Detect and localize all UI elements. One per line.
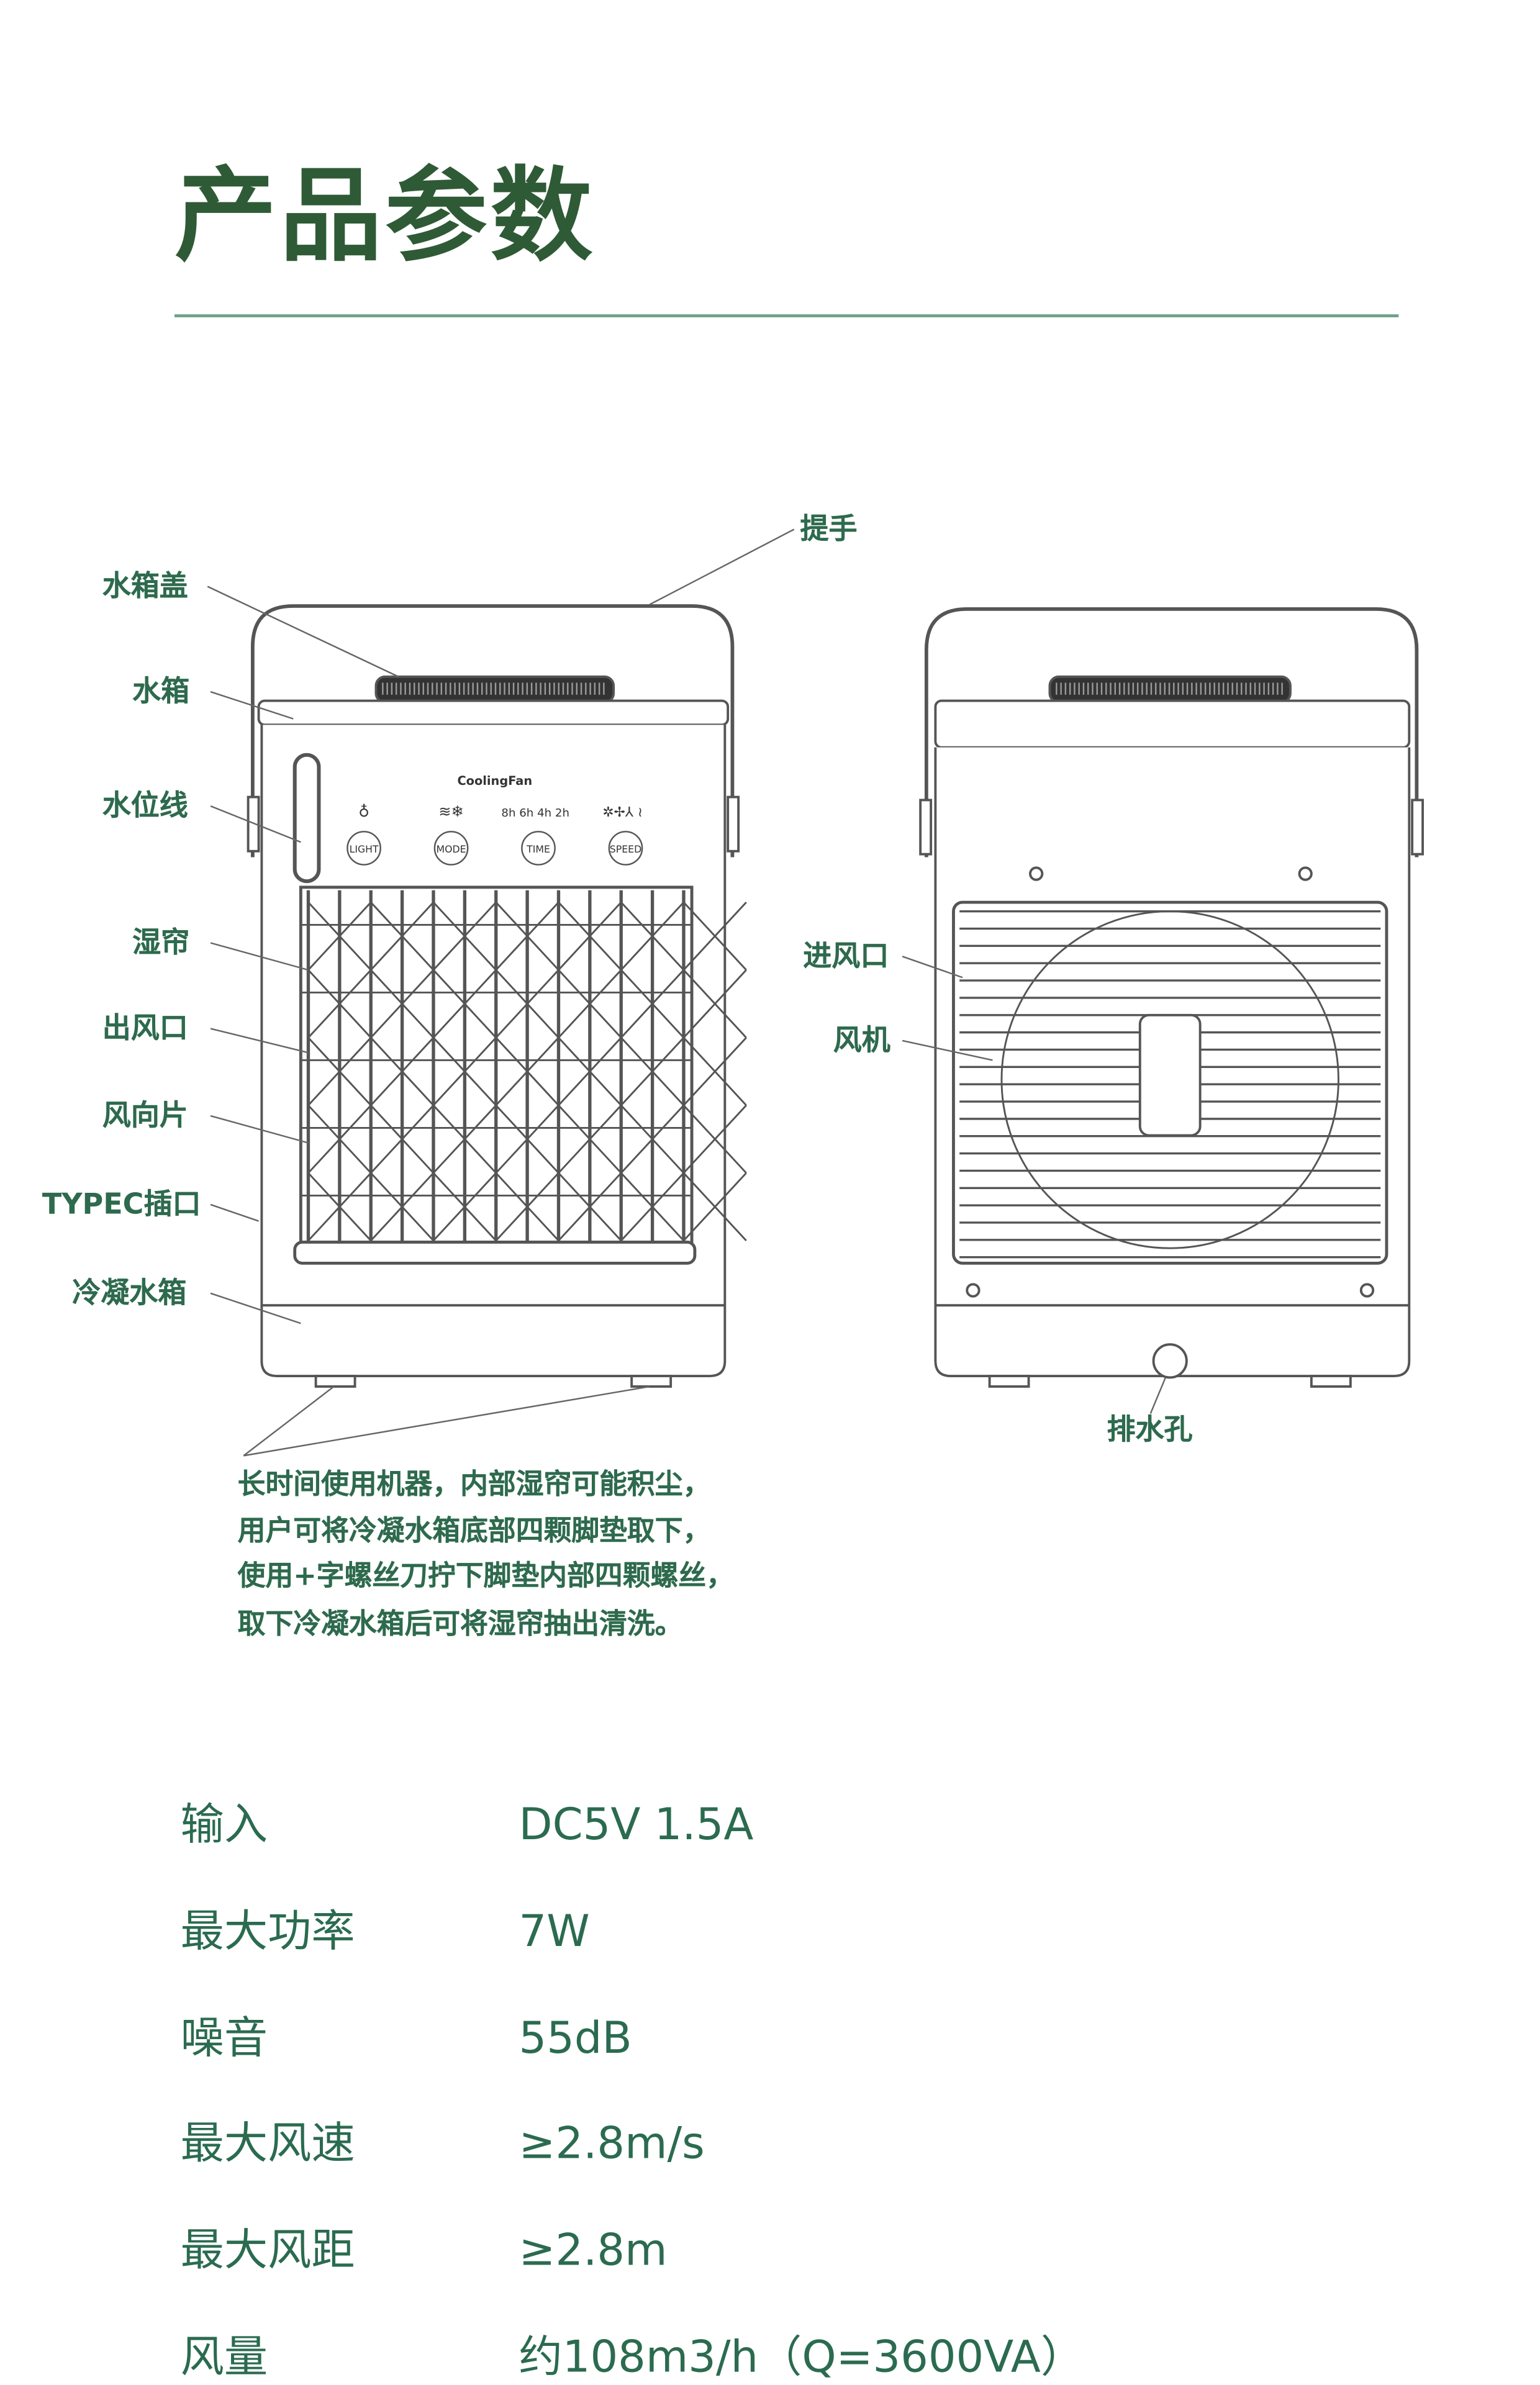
label-water-level: 水位线 xyxy=(102,789,188,823)
grille-cross xyxy=(495,1105,559,1174)
spec-key: 最大功率 xyxy=(180,1905,355,1957)
light-bulb-icon: ♁ xyxy=(358,803,369,820)
grille-cross xyxy=(370,969,435,1039)
title-divider xyxy=(174,314,1399,318)
panel-brand: CoolingFan xyxy=(457,774,532,788)
grille-cross xyxy=(432,1037,497,1107)
spec-key: 最大风距 xyxy=(180,2224,355,2276)
note-line: 用户可将冷凝水箱底部四颗脚垫取下， xyxy=(237,1516,711,1548)
label-air-outlet: 出风口 xyxy=(102,1011,188,1046)
spec-key: 输入 xyxy=(180,1798,268,1850)
grille-cross xyxy=(495,1037,559,1107)
grille-cross xyxy=(558,1105,622,1174)
front-view-device xyxy=(247,604,747,1388)
light-button: LIGHT xyxy=(350,843,379,855)
grille-cross xyxy=(307,902,372,971)
grille-cross xyxy=(682,902,747,971)
grille-cross xyxy=(620,1105,685,1174)
grille-cross xyxy=(495,969,559,1039)
grille-cross xyxy=(307,1105,372,1174)
spec-value: 55dB xyxy=(519,2012,632,2063)
label-handle: 提手 xyxy=(800,512,858,546)
grille-cross xyxy=(620,1172,685,1242)
grille-cross xyxy=(370,1105,435,1174)
grille-cross xyxy=(558,1037,622,1107)
mode-icon: ≋❄ xyxy=(438,803,464,820)
note-line: 使用+字螺丝刀拧下脚垫内部四颗螺丝， xyxy=(237,1560,734,1593)
grille-cross xyxy=(307,1172,372,1242)
mode-button: MODE xyxy=(437,843,466,855)
grille-cross xyxy=(682,1105,747,1174)
spec-key: 风量 xyxy=(180,2330,268,2383)
grille-cross xyxy=(370,1037,435,1107)
time-button: TIME xyxy=(526,843,550,855)
speed-button: SPEED xyxy=(610,843,641,855)
label-fan: 风机 xyxy=(833,1024,890,1057)
spec-key: 噪音 xyxy=(180,2012,268,2063)
label-typec-port: TYPEC插口 xyxy=(42,1188,201,1221)
label-condensate-tank: 冷凝水箱 xyxy=(72,1277,187,1310)
note-line: 长时间使用机器，内部湿帘可能积尘， xyxy=(237,1469,711,1501)
water-level-window xyxy=(292,753,321,884)
label-louver: 风向片 xyxy=(102,1099,188,1133)
panel-timer: 8h 6h 4h 2h xyxy=(501,807,569,820)
spec-value: ≥2.8m/s xyxy=(519,2117,705,2169)
label-wet-curtain: 湿帘 xyxy=(132,926,190,960)
grille-cross xyxy=(682,1037,747,1107)
leader-lines xyxy=(207,528,1167,1457)
grille-cross xyxy=(432,902,497,971)
grille-cross xyxy=(432,1172,497,1242)
grille-cross xyxy=(495,902,559,971)
grille-cross xyxy=(558,902,622,971)
grille-cross xyxy=(620,902,685,971)
grille-cross xyxy=(620,969,685,1039)
spec-key: 最大风速 xyxy=(180,2117,355,2169)
spec-value: DC5V 1.5A xyxy=(519,1798,754,1850)
label-drain-hole: 排水孔 xyxy=(1107,1413,1193,1447)
grille-cross xyxy=(370,902,435,971)
grille-cross xyxy=(558,969,622,1039)
back-view-device xyxy=(919,607,1424,1388)
grille-cross xyxy=(682,1172,747,1242)
grille-cross xyxy=(495,1172,559,1242)
spec-value: 约108m3/h（Q=3600VA） xyxy=(519,2330,1085,2383)
note-line: 取下冷凝水箱后可将湿帘抽出清洗。 xyxy=(237,1609,683,1641)
page-title: 产品参数 xyxy=(174,158,596,277)
grille-cross xyxy=(307,969,372,1039)
grille-cross xyxy=(558,1172,622,1242)
grille-cross xyxy=(432,1105,497,1174)
grille-cross xyxy=(370,1172,435,1242)
grille-cross xyxy=(620,1037,685,1107)
spec-value: ≥2.8m xyxy=(519,2224,668,2276)
label-tank: 水箱 xyxy=(132,675,190,708)
label-tank-cap: 水箱盖 xyxy=(102,569,188,604)
speed-icon: ✲✢⅄ ≀ xyxy=(602,805,643,820)
grille-cross xyxy=(682,969,747,1039)
grille-cross xyxy=(307,1037,372,1107)
front-handle xyxy=(250,604,735,858)
label-air-inlet: 进风口 xyxy=(803,939,889,973)
grille-cross xyxy=(432,969,497,1039)
drain-hole xyxy=(1152,1343,1188,1379)
spec-value: 7W xyxy=(519,1905,590,1957)
